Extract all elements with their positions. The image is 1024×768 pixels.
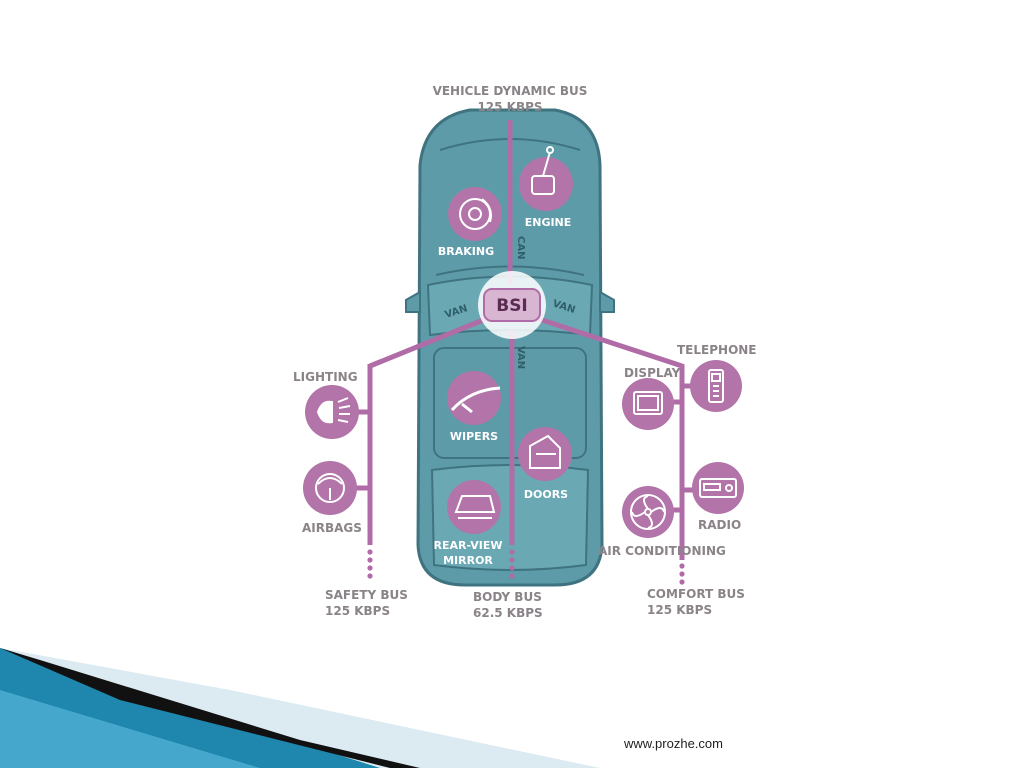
display-screen-icon [633, 391, 663, 415]
radio-label: RADIO [698, 518, 741, 532]
air-conditioning-node: AIR CONDITIONING [598, 486, 726, 558]
wipers-label: WIPERS [450, 430, 498, 443]
comfort-bus-label: COMFORT BUS 125 KBPS [647, 587, 745, 617]
gear-lever-icon [531, 146, 555, 195]
slide-corner-decoration [0, 648, 600, 768]
mirror-icon [454, 495, 496, 519]
body-bus-name: BODY BUS [473, 590, 542, 604]
van-lower-label: VAN [515, 346, 526, 369]
airbag-icon [315, 473, 345, 503]
lighting-node: LIGHTING [293, 370, 359, 439]
airbags-label: AIRBAGS [302, 521, 362, 535]
rear-view-mirror-node: REAR-VIEW MIRROR [434, 480, 503, 567]
body-bus-label: BODY BUS 62.5 KBPS [473, 590, 543, 620]
wipers-node: WIPERS [447, 371, 501, 443]
lighting-label: LIGHTING [293, 370, 358, 384]
telephone-label: TELEPHONE [677, 343, 757, 357]
display-node: DISPLAY [622, 366, 681, 430]
braking-node: BRAKING [438, 187, 502, 258]
radio-node: RADIO [692, 462, 744, 532]
body-bus-speed: 62.5 KBPS [473, 606, 543, 620]
vehicle-dynamic-bus-name: VEHICLE DYNAMIC BUS [433, 84, 588, 98]
wiper-icon [450, 386, 501, 414]
airbags-node: AIRBAGS [302, 461, 362, 535]
safety-bus-speed: 125 KBPS [325, 604, 390, 618]
doors-node: DOORS [518, 427, 572, 501]
comfort-bus-speed: 125 KBPS [647, 603, 712, 617]
bus-dotted-ends [367, 549, 685, 585]
vehicle-dynamic-bus-label: VEHICLE DYNAMIC BUS 125 KBPS [433, 84, 588, 114]
display-label: DISPLAY [624, 366, 681, 380]
radio-icon [699, 478, 737, 498]
rear-view-label-line2: MIRROR [443, 554, 493, 567]
braking-label: BRAKING [438, 245, 494, 258]
vehicle-dynamic-bus-speed: 125 KBPS [477, 100, 542, 114]
telephone-node: TELEPHONE [677, 343, 757, 412]
engine-label: ENGINE [525, 216, 572, 229]
air-conditioning-label: AIR CONDITIONING [598, 544, 726, 558]
footer-url: www.prozhe.com [624, 736, 723, 751]
doors-label: DOORS [524, 488, 568, 501]
engine-node: ENGINE [519, 146, 573, 229]
safety-bus-name: SAFETY BUS [325, 588, 408, 602]
comfort-bus-name: COMFORT BUS [647, 587, 745, 601]
rear-view-label-line1: REAR-VIEW [434, 539, 503, 552]
bus-lines [355, 120, 700, 560]
bsi-label: BSI [496, 296, 528, 316]
brake-disc-icon [459, 198, 492, 230]
safety-bus-label: SAFETY BUS 125 KBPS [325, 588, 408, 618]
bsi-hub: BSI [478, 271, 546, 339]
door-icon [529, 434, 561, 469]
mobile-phone-icon [708, 369, 724, 403]
can-label: CAN [515, 236, 526, 259]
headlight-icon [316, 397, 351, 424]
fan-icon [630, 494, 666, 530]
